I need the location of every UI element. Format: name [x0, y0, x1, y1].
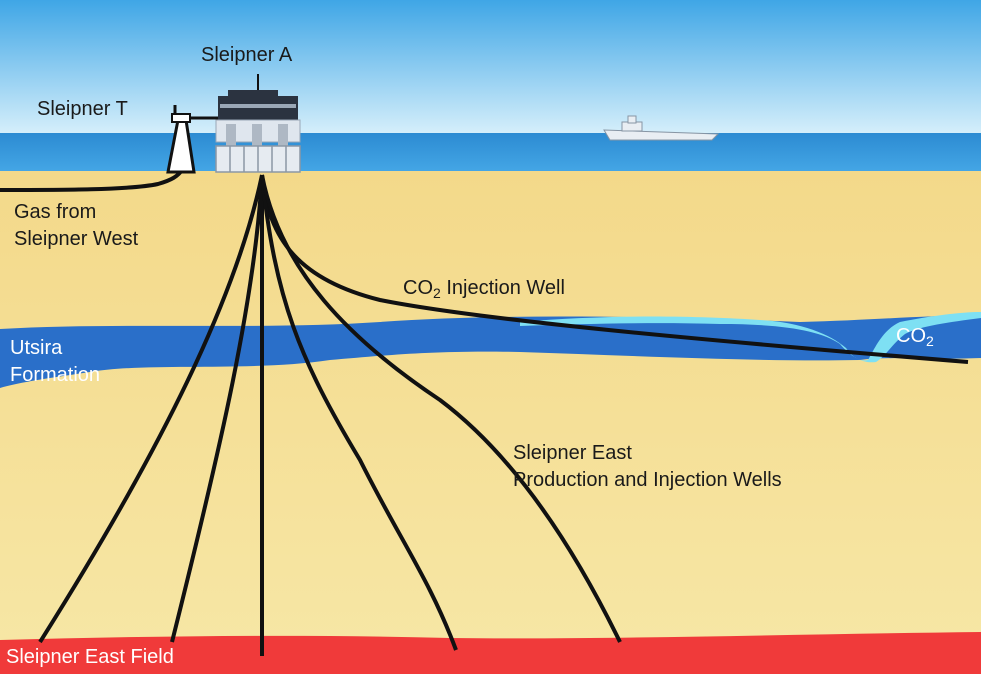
sleipner-east-field — [0, 632, 981, 674]
sediment — [0, 171, 981, 674]
sleipner-t-text: Sleipner T — [37, 98, 128, 120]
production-well — [38, 174, 264, 644]
co2-plume-subscript: 2 — [926, 333, 934, 349]
label-co2-injection-well: CO2 Injection Well — [403, 275, 565, 302]
utsira-line1: Utsira — [10, 337, 63, 359]
co2-plume — [520, 312, 981, 363]
label-production-injection-wells: Sleipner East Production and Injection W… — [513, 440, 782, 494]
label-sleipner-a: Sleipner A — [201, 42, 292, 69]
label-sleipner-t: Sleipner T — [37, 96, 128, 123]
sleipner-a-text: Sleipner A — [201, 44, 293, 66]
gas-pipeline — [0, 168, 184, 192]
east-field-text: Sleipner East Field — [6, 646, 174, 668]
ship-icon — [603, 115, 720, 141]
co2-well-suffix: Injection Well — [440, 277, 565, 299]
utsira-formation-layer — [0, 315, 981, 388]
sky — [0, 0, 981, 136]
label-utsira-formation: Utsira Formation — [10, 335, 100, 389]
production-well — [170, 174, 264, 643]
sea — [0, 133, 981, 173]
production-well — [260, 174, 622, 643]
label-gas-from-sleipner-west: Gas from Sleipner West — [14, 199, 138, 253]
label-sleipner-east-field: Sleipner East Field — [6, 644, 174, 671]
production-line1: Sleipner East — [513, 442, 632, 464]
production-line2: Production and Injection Wells — [513, 469, 782, 491]
sleipner-t-platform — [166, 105, 236, 174]
gas-from-line2: Sleipner West — [14, 228, 139, 250]
label-co2-plume: CO2 — [896, 323, 934, 350]
utsira-line2: Formation — [10, 364, 101, 386]
production-well — [260, 174, 458, 651]
gas-from-line1: Gas from — [14, 201, 97, 223]
co2-plume-prefix: CO — [896, 325, 926, 347]
co2-well-subscript: 2 — [433, 285, 441, 301]
co2-well-prefix: CO — [403, 277, 433, 299]
sleipner-a-platform — [215, 74, 301, 173]
production-wells — [38, 174, 622, 656]
